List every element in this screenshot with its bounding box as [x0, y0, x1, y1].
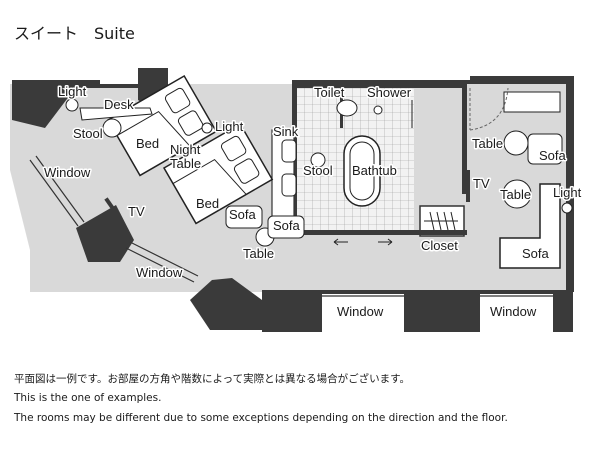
entry-cabinet [503, 91, 561, 113]
note-jp: 平面図は一例です。お部屋の方角や階数によって実際とは異なる場合がございます。 [14, 372, 410, 385]
closet-hangers [424, 211, 458, 231]
left-corner-wall [12, 82, 70, 128]
label-sink: Sink [273, 124, 299, 139]
label-table-sofa: Table [243, 246, 274, 261]
title-en: Suite [94, 24, 135, 43]
label-table-mid: Table [500, 187, 531, 202]
light-1-icon [65, 98, 79, 112]
tv-left-unit [104, 197, 124, 223]
label-desk: Desk [104, 97, 134, 112]
bathtub-inner [349, 141, 375, 201]
label-sofa-top: Sofa [539, 148, 567, 163]
label-stool-1: Stool [73, 126, 103, 141]
label-window-bottom-mid: Window [337, 304, 384, 319]
label-bathtub: Bathtub [352, 163, 397, 178]
label-sofa-big: Sofa [522, 246, 550, 261]
sofa-2 [267, 215, 305, 239]
desk [79, 107, 153, 121]
label-bed-2: Bed [196, 196, 219, 211]
sink-2 [281, 173, 297, 197]
bathtub [343, 135, 381, 207]
label-shower: Shower [367, 85, 412, 100]
sofa-1 [225, 205, 263, 229]
bottom-left-pillar [190, 278, 262, 330]
table-mid-icon [502, 179, 532, 209]
bottom-pillar-2 [404, 290, 480, 332]
sofa-top [527, 133, 563, 165]
window-line-left [29, 155, 85, 227]
light-3-icon [561, 202, 573, 214]
label-light-2: Light [215, 119, 244, 134]
table-top-icon [503, 130, 529, 156]
right-wall [566, 76, 574, 292]
shower-icon [373, 105, 383, 115]
bathroom-bottom-wall [292, 230, 467, 235]
label-table-night: Table [170, 156, 201, 171]
light-2-icon [201, 122, 213, 134]
stool-2-icon [310, 152, 326, 168]
stool-1-icon [102, 118, 122, 138]
label-stool-2: Stool [303, 163, 333, 178]
label-sofa-1: Sofa [229, 207, 257, 222]
passage-arrows [333, 238, 393, 246]
bed-upper [106, 74, 218, 177]
label-sofa-2: Sofa [273, 218, 301, 233]
tv-right-unit [466, 170, 470, 202]
label-window-left: Window [44, 165, 91, 180]
entry-door [469, 87, 509, 131]
label-window-bottom-left: Window [136, 265, 183, 280]
bottom-pillar-1 [262, 290, 322, 332]
label-night: Night [170, 142, 201, 157]
label-bed-1: Bed [136, 136, 159, 151]
note-en-1: This is the one of examples. [13, 392, 161, 404]
title-jp: スイート [14, 24, 78, 43]
label-closet: Closet [421, 238, 458, 253]
label-light-3: Light [553, 185, 582, 200]
window-line-bottom [125, 241, 199, 283]
bottom-wall-strip [262, 290, 573, 294]
label-table-top: Table [472, 136, 503, 151]
sofa-big [499, 183, 561, 269]
bed-lower [162, 122, 274, 225]
label-window-bottom-right: Window [490, 304, 537, 319]
note-en-2: The rooms may be different due to some e… [13, 412, 508, 424]
sink-1 [281, 139, 297, 163]
bottom-pillar-3 [553, 290, 573, 332]
label-toilet: Toilet [314, 85, 345, 100]
bathroom-right-wall [462, 84, 467, 194]
label-tv-left: TV [128, 204, 145, 219]
label-light-1: Light [58, 84, 87, 99]
toilet-icon [336, 99, 358, 117]
label-tv-right: TV [473, 176, 490, 191]
